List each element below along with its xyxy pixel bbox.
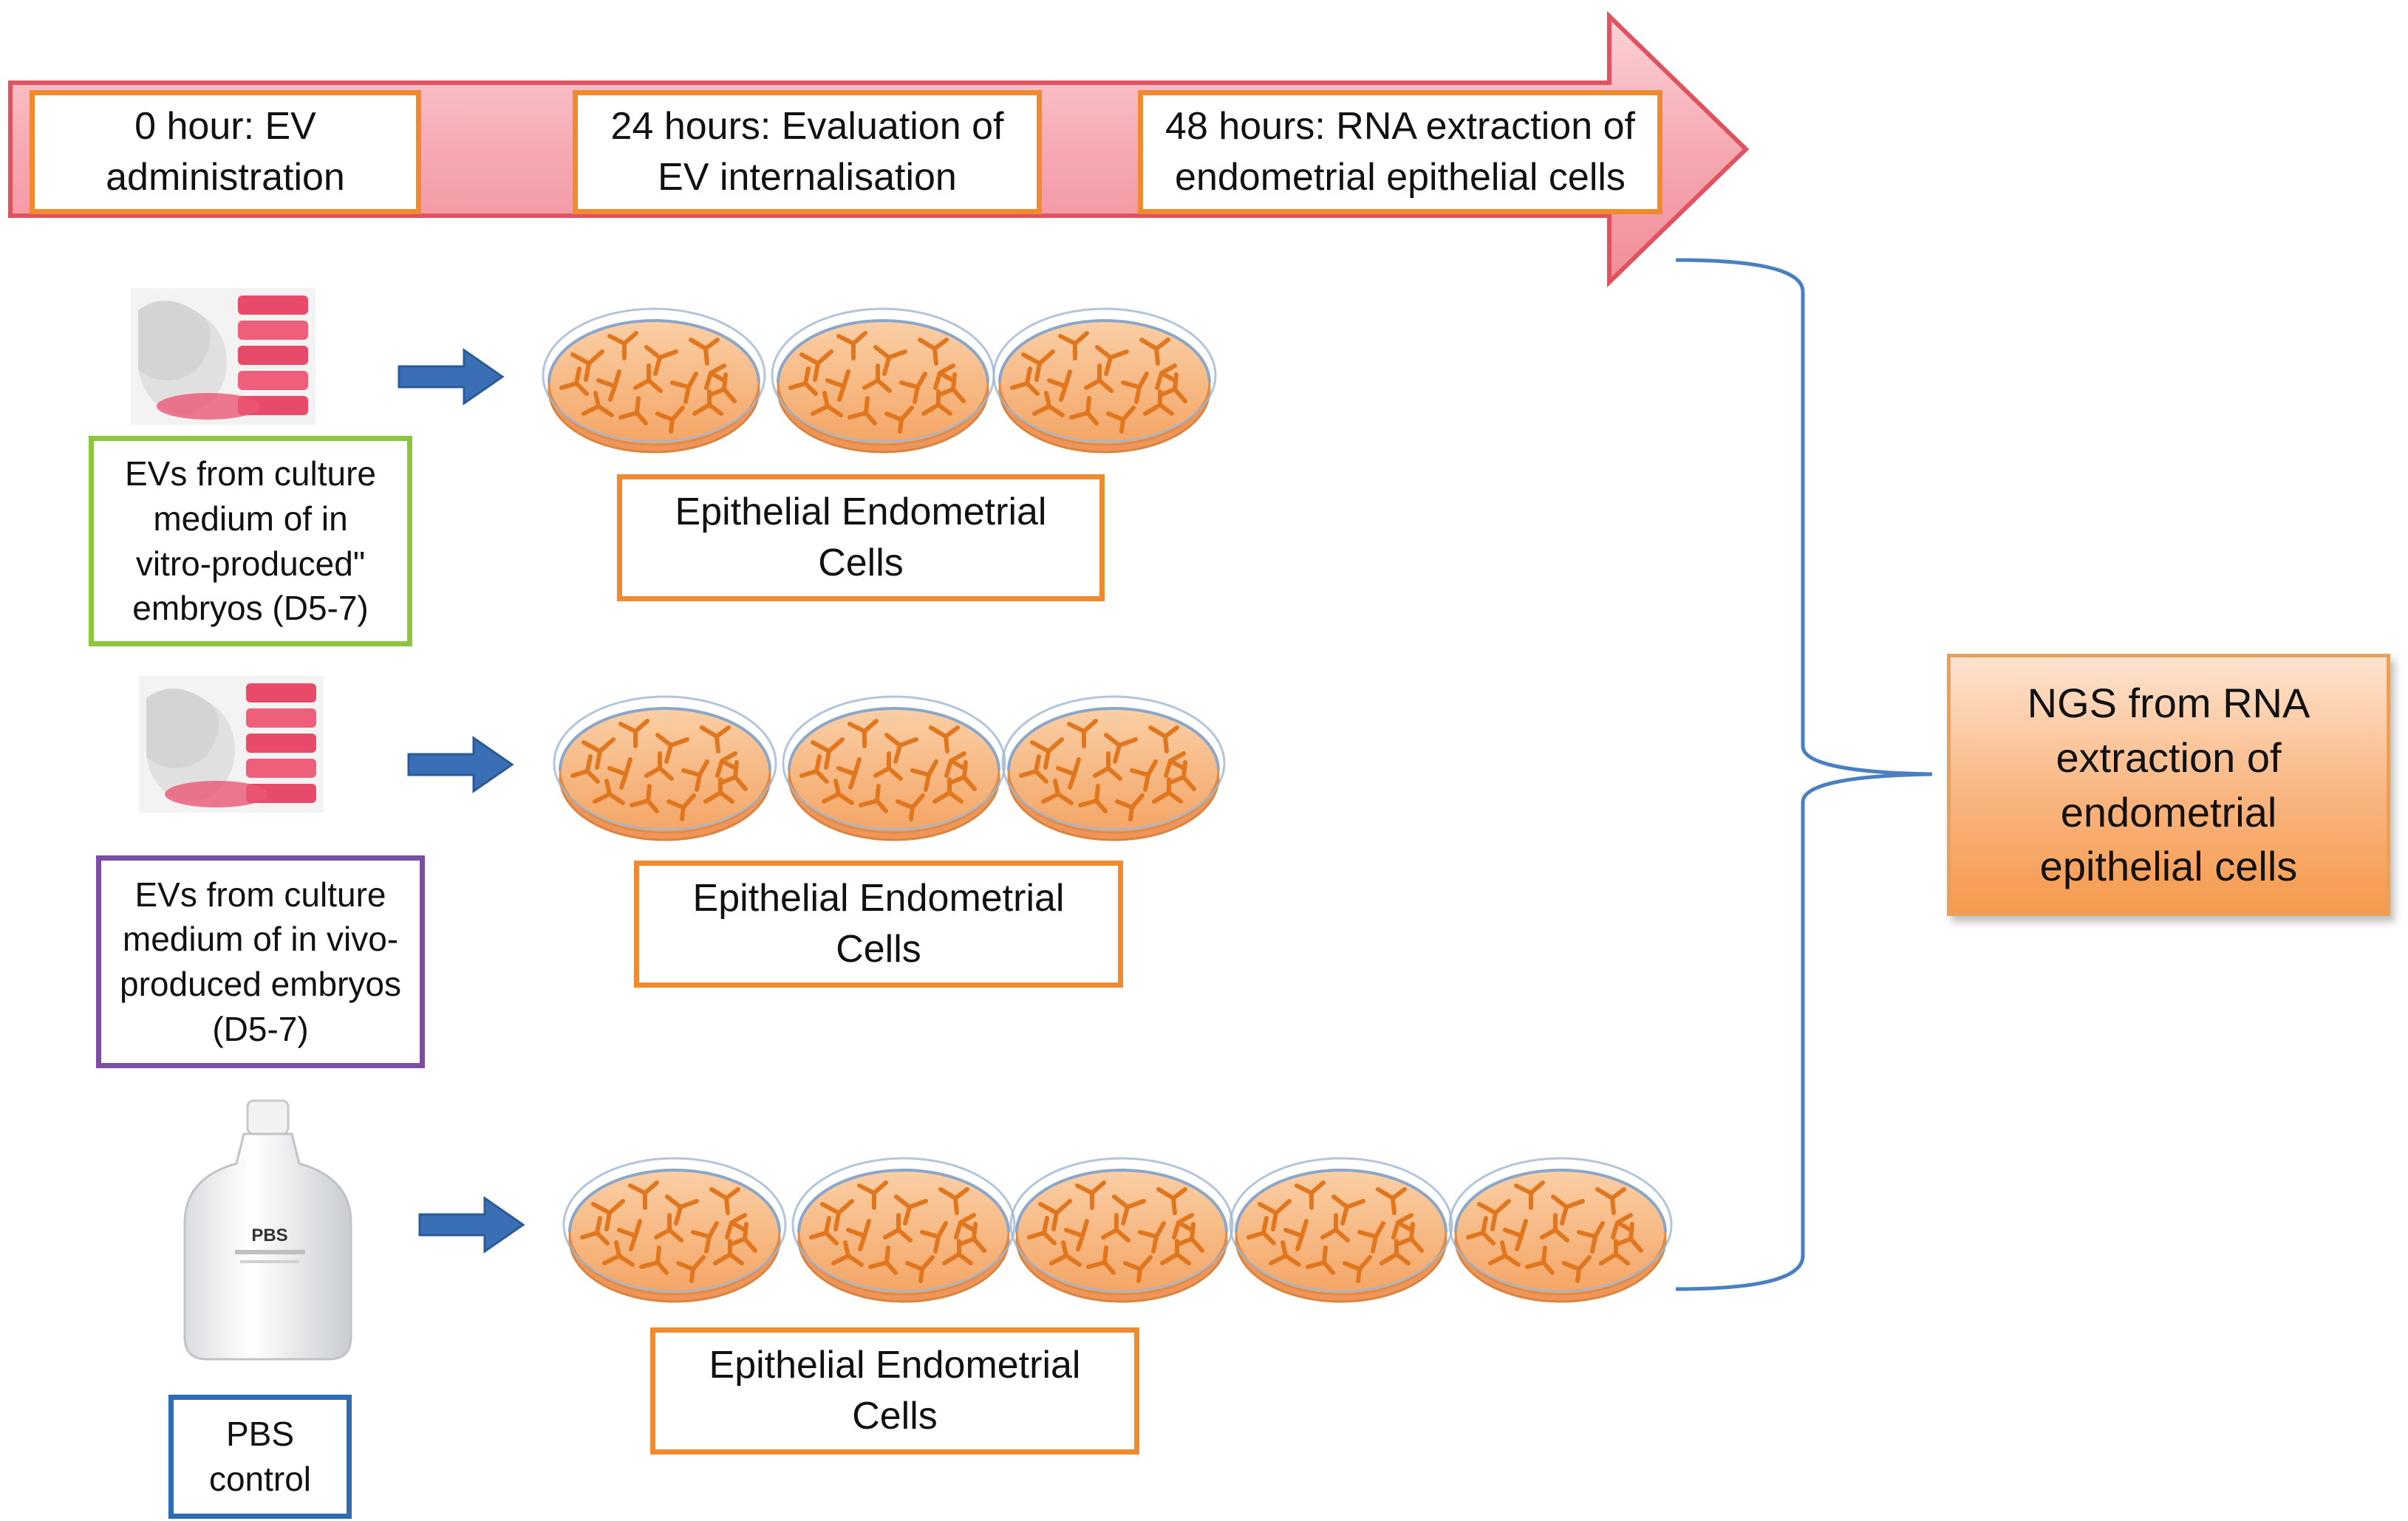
petri-dish-icon <box>783 697 1005 840</box>
group-in-vitro-cells-label: Epithelial Endometrial Cells <box>617 474 1105 601</box>
group-in-vitro-text: EVs from culture medium of in vitro-prod… <box>125 454 376 628</box>
group-in-vitro-label: EVs from culture medium of in vitro-prod… <box>89 436 412 646</box>
grouping-bracket <box>1675 258 1933 1291</box>
timeline-step-24h-text: 24 hours: Evaluation of EV internalisati… <box>610 105 1004 199</box>
petri-dish-icon <box>554 697 776 840</box>
petri-dish-icon <box>1003 697 1224 840</box>
pbs-bottle-icon: PBS <box>183 1099 352 1361</box>
cell-culture-flask-icon <box>131 288 316 425</box>
group-in-vivo-cells-text: Epithelial Endometrial Cells <box>692 877 1065 971</box>
group-pbs-cells-label: Epithelial Endometrial Cells <box>650 1327 1139 1455</box>
timeline-step-48h: 48 hours: RNA extraction of endometrial … <box>1138 90 1662 214</box>
petri-dish-icon <box>772 309 994 452</box>
petri-dish-icon <box>543 309 765 452</box>
group-in-vivo-text: EVs from culture medium of in vivo-produ… <box>120 875 401 1048</box>
flow-arrow-icon <box>407 736 514 793</box>
petri-dish-icon <box>564 1158 785 1302</box>
ngs-result-text: NGS from RNA extraction of endometrial e… <box>2027 679 2310 890</box>
timeline-step-48h-text: 48 hours: RNA extraction of endometrial … <box>1165 105 1635 199</box>
flow-arrow-icon <box>418 1197 525 1253</box>
group-pbs-cells-text: Epithelial Endometrial Cells <box>709 1344 1081 1438</box>
flow-arrow-icon <box>398 349 504 405</box>
group-in-vitro-cells-text: Epithelial Endometrial Cells <box>675 491 1047 584</box>
timeline-step-24h: 24 hours: Evaluation of EV internalisati… <box>573 90 1042 214</box>
timeline-step-0h: 0 hour: EV administration <box>30 90 421 214</box>
group-pbs-text: PBS control <box>208 1415 312 1498</box>
group-in-vivo-cells-label: Epithelial Endometrial Cells <box>634 861 1123 988</box>
petri-dish-icon <box>1011 1158 1232 1302</box>
group-pbs-label: PBS control <box>168 1395 352 1519</box>
petri-dish-icon <box>793 1158 1014 1302</box>
cell-culture-flask-icon <box>139 676 324 813</box>
petri-dish-icon <box>1450 1158 1671 1302</box>
ngs-result-box: NGS from RNA extraction of endometrial e… <box>1947 654 2390 916</box>
svg-text:PBS: PBS <box>251 1226 287 1245</box>
petri-dish-icon <box>1230 1158 1452 1302</box>
group-in-vivo-label: EVs from culture medium of in vivo-produ… <box>96 855 425 1068</box>
petri-dish-icon <box>994 309 1215 452</box>
timeline-step-0h-text: 0 hour: EV administration <box>106 105 345 199</box>
